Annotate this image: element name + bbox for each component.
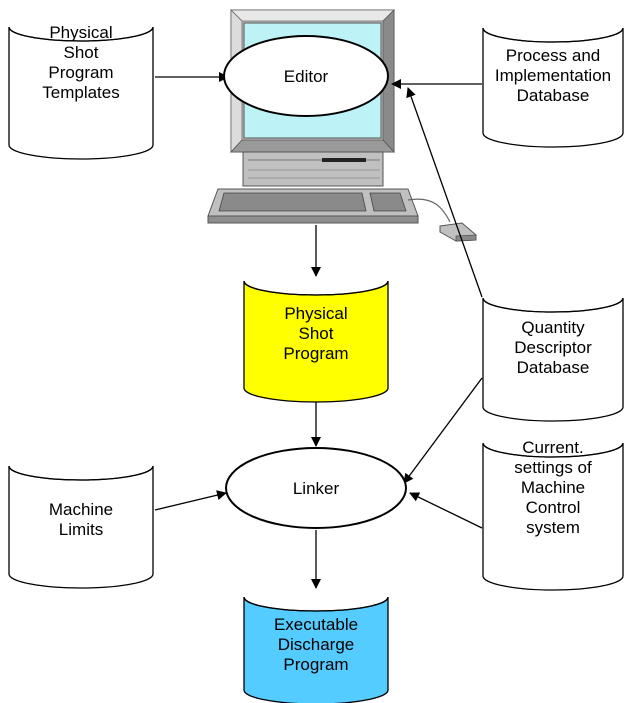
arrow-machine_limits-to-linker	[154, 490, 227, 511]
node-label-line: Program	[48, 63, 113, 82]
node-label-line: Discharge	[278, 635, 355, 654]
node-label-line: Limits	[59, 520, 103, 539]
system-unit	[242, 151, 384, 187]
node-label-line: Templates	[42, 83, 119, 102]
arrow-quantity_db-to-linker	[403, 377, 483, 484]
node-label-line: Shot	[299, 324, 334, 343]
node-label-line: Control	[526, 498, 581, 517]
node-label-line: Implementation	[495, 66, 611, 85]
keyboard-icon	[207, 188, 419, 224]
node-label-line: Descriptor	[514, 338, 592, 357]
node-label-line: Database	[517, 86, 590, 105]
cylinder-rim	[243, 280, 389, 296]
node-label-line: Current.	[522, 438, 583, 457]
connection-arrows	[154, 72, 483, 589]
editor-node: Editor	[223, 35, 389, 117]
node-label-line: Physical	[49, 23, 112, 42]
node-label-line: Program	[283, 655, 348, 674]
cylinder-rim	[243, 596, 389, 612]
node-label-line: Machine	[521, 478, 585, 497]
node-label-line: Linker	[293, 479, 340, 498]
node-label-line: Program	[283, 344, 348, 363]
mouse-icon	[439, 222, 477, 242]
node-label-line: Shot	[64, 43, 99, 62]
node-label-line: Physical	[284, 304, 347, 323]
process-ellipse	[223, 35, 389, 117]
node-label-line: Database	[517, 358, 590, 377]
linker-node: Linker	[225, 447, 407, 529]
node-label-line: Editor	[284, 67, 329, 86]
cylinder-rim	[482, 27, 624, 43]
node-label-line: Quantity	[521, 318, 585, 337]
cylinder-rim	[8, 26, 154, 42]
linker-node-label: Linker	[293, 479, 340, 498]
process-ellipse	[225, 447, 407, 529]
node-label-line: settings of	[514, 458, 592, 477]
cylinder-rim	[482, 297, 624, 313]
editor-node-label: Editor	[284, 67, 329, 86]
arrow-quantity_db-to-editor	[406, 87, 483, 298]
node-label-line: Executable	[274, 615, 358, 634]
arrow-current_settings-to-linker	[409, 492, 483, 529]
cylinder-rim	[482, 442, 624, 458]
node-label-line: system	[526, 518, 580, 537]
node-label-line: Process and	[506, 46, 601, 65]
node-label-line: Machine	[49, 500, 113, 519]
cylinder-rim	[8, 465, 154, 481]
